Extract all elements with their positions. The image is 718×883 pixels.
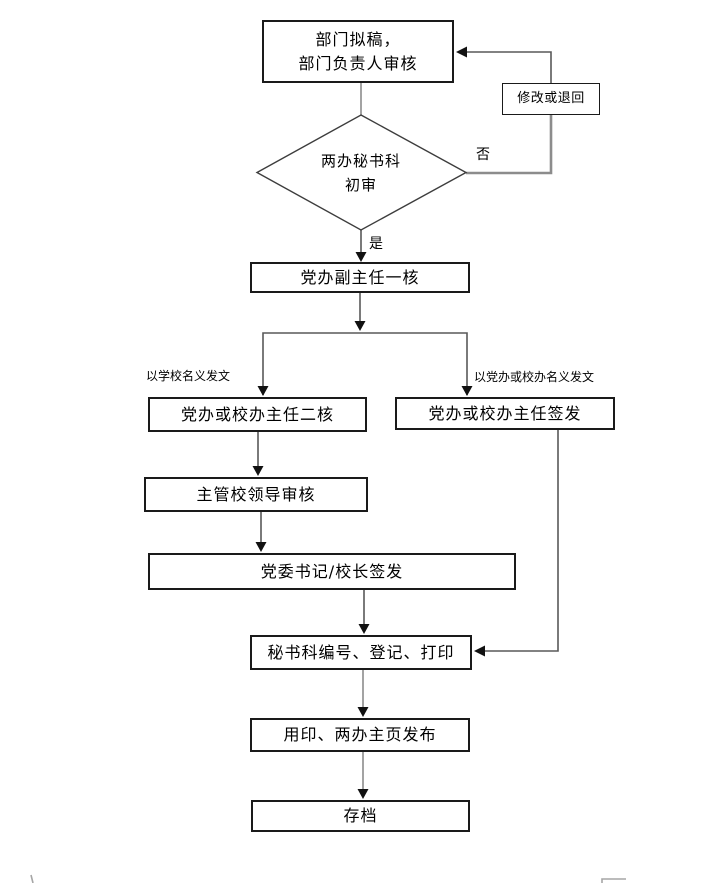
node-director-sign: 党办或校办主任签发 [395,397,615,430]
edge-first-check-to-split [257,293,473,396]
node-archive: 存档 [251,800,470,832]
node-revise: 修改或退回 [502,83,600,115]
page-mark-bottom-right [601,878,626,883]
node-president-sign-label: 党委书记/校长签发 [260,561,404,581]
node-initial-review-line2: 初审 [344,176,377,194]
node-president-sign: 党委书记/校长签发 [148,553,516,590]
edge-label-school-name: 以学校名义发文 [146,369,231,383]
page-mark-bottom-left [30,874,34,883]
edge-numbering-to-seal [357,670,369,717]
edge-no-to-revise [466,115,553,175]
edge-yes-to-first-check [355,230,367,262]
node-numbering: 秘书科编号、登记、打印 [250,635,472,670]
node-seal-publish-label: 用印、两办主页发布 [283,725,437,745]
edge-seal-to-archive [357,752,369,799]
node-deputy-first-check: 党办副主任一核 [250,262,470,293]
decision-diamond [255,114,468,231]
node-director-second-check-label: 党办或校办主任二核 [180,404,334,424]
node-director-sign-label: 党办或校办主任签发 [428,403,582,423]
node-archive-label: 存档 [343,806,378,826]
node-numbering-label: 秘书科编号、登记、打印 [267,642,455,662]
edge-director-sign-to-numbering [474,430,559,657]
edge-label-yes: 是 [369,236,383,252]
edge-leader-to-president [255,512,267,552]
node-draft-line1: 部门拟稿， [315,30,401,50]
edge-revise-to-draft [456,46,552,83]
node-seal-publish: 用印、两办主页发布 [250,718,470,752]
edge-label-no: 否 [476,147,490,163]
node-revise-label: 修改或退回 [517,90,585,106]
node-initial-review-line1: 两办秘书科 [320,152,401,170]
node-director-second-check: 党办或校办主任二核 [148,397,367,432]
node-leader-review: 主管校领导审核 [144,477,368,512]
edge-second-check-to-leader [252,432,264,476]
edge-label-office-name: 以党办或校办名义发文 [474,370,595,384]
node-draft-line2: 部门负责人审核 [298,53,418,73]
node-deputy-first-check-label: 党办副主任一核 [300,267,420,287]
node-leader-review-label: 主管校领导审核 [196,484,316,504]
node-draft: 部门拟稿， 部门负责人审核 [262,20,454,83]
edge-president-to-numbering [358,590,370,634]
node-initial-review-text: 两办秘书科 初审 [287,141,435,205]
